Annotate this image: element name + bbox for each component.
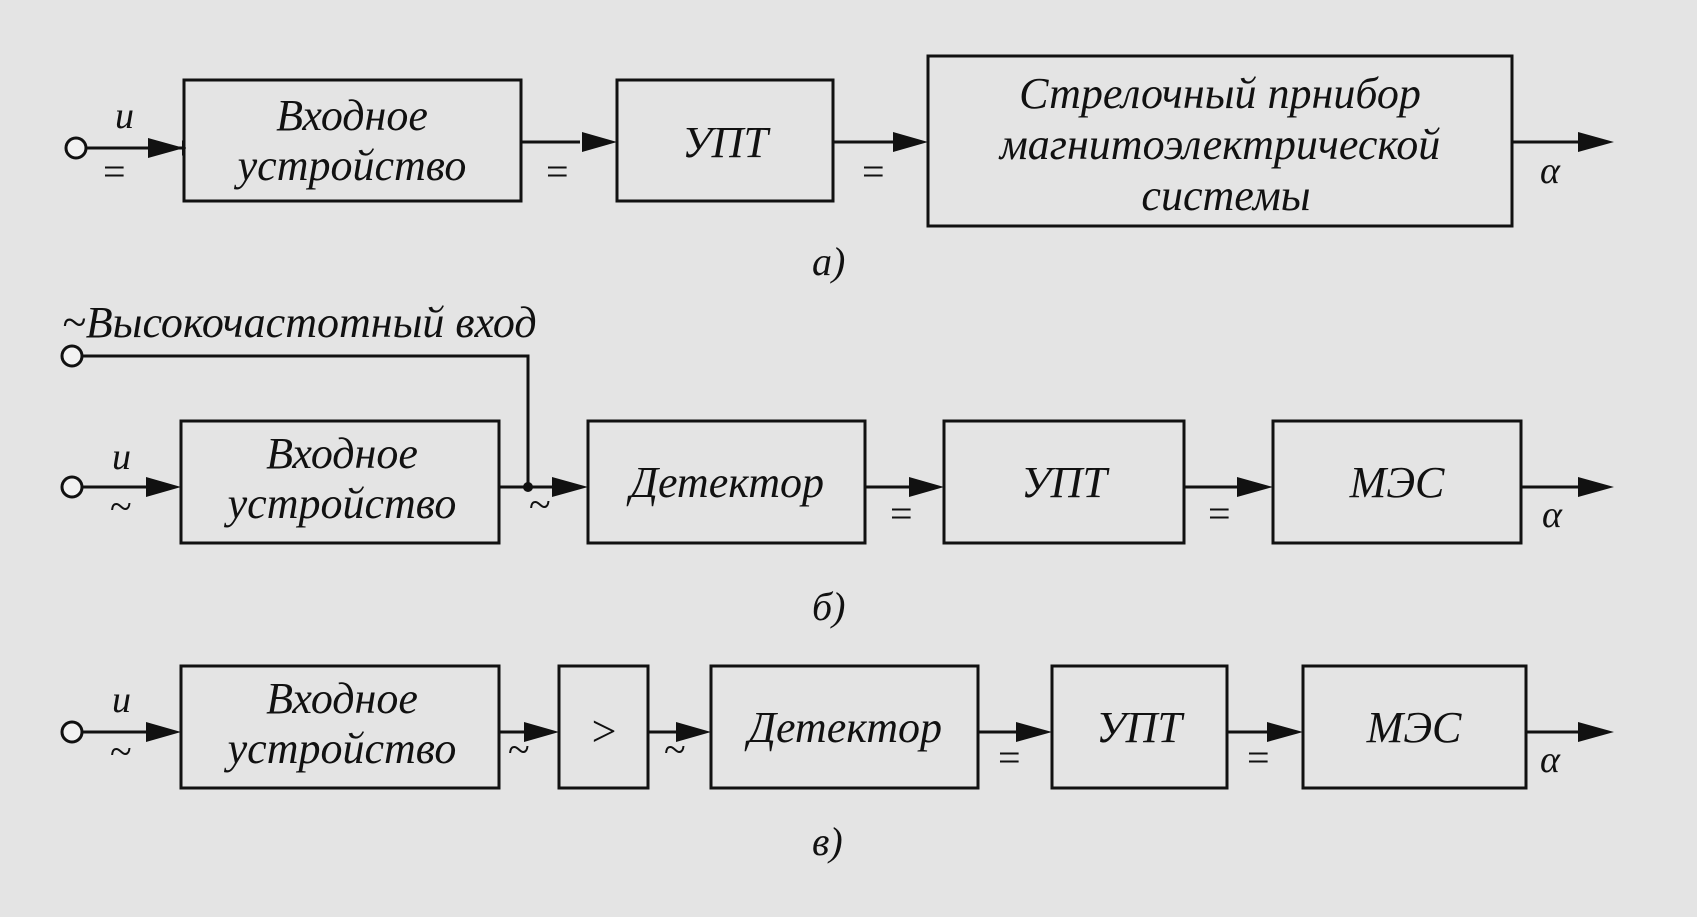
input-kind-a: = [103,149,126,194]
link-1-kind-c: ~ [508,727,530,772]
mes-block-c [1301,664,1528,790]
mes-label-b: МЭС [1349,458,1445,507]
link-2-kind-b: = [890,491,913,536]
meter-line3-a: системы [1141,171,1310,220]
output-label-c: α [1540,739,1561,781]
input-label-c: u [112,679,131,721]
link-2-kind-a: = [862,149,885,194]
meter-line2-a: магнитоэлектрической [998,120,1441,169]
input-device-line1-c: Входное [266,674,418,723]
upt-label-b: УПТ [1021,458,1110,507]
upt-block-c [1050,664,1229,790]
hf-input-wire-b [82,354,530,487]
diagram-b: ~Высокочастотный вход u ~ Входное устрой… [60,298,1614,629]
input-label-b: u [112,436,131,478]
output-label-b: α [1542,494,1563,536]
detector-block-b [586,419,867,545]
link-4-kind-c: = [1247,735,1270,780]
input-kind-c: ~ [110,729,132,774]
input-device-line2-c: устройство [224,724,457,773]
diagram-c: u ~ Входное устройство ~ > ~ Детектор = … [60,664,1614,864]
link-3-kind-b: = [1208,491,1231,536]
diagram-a: u = Входное устройство = УПТ = Стрелочны… [64,54,1614,284]
detector-block-c [709,664,980,790]
input-device-line1-a: Входное [276,91,428,140]
amplifier-symbol-c: > [592,707,617,756]
link-2-kind-c: ~ [664,727,686,772]
input-device-line2-a: устройство [234,141,467,190]
caption-b: б) [812,584,845,629]
link-1-kind-b: ~ [529,482,551,527]
input-label-a: u [115,95,134,137]
hf-input-terminal-b [60,344,84,368]
input-device-block-b [179,419,501,545]
mes-block-b [1271,419,1523,545]
link-1-kind-a: = [546,149,569,194]
input-terminal-c [60,720,84,744]
link-3-kind-c: = [998,735,1021,780]
upt-label-c: УПТ [1096,703,1185,752]
input-terminal-b [60,475,84,499]
detector-label-c: Детектор [744,703,942,752]
upt-label-a: УПТ [682,118,771,167]
input-device-block-c [179,664,501,790]
caption-a: а) [812,239,845,284]
input-arrowhead-a [148,138,184,158]
amplifier-block-c [557,664,650,790]
hf-input-label-b: ~Высокочастотный вход [62,298,537,347]
input-kind-b: ~ [110,484,132,529]
meter-line1-a: Стрелочный прнибор [1019,69,1421,118]
detector-label-b: Детектор [626,458,824,507]
input-device-line1-b: Входное [266,429,418,478]
caption-c: в) [812,819,843,864]
mes-label-c: МЭС [1366,703,1462,752]
input-terminal-a [64,136,88,160]
upt-block-b [942,419,1186,545]
input-device-line2-b: устройство [224,479,457,528]
output-label-a: α [1540,150,1561,192]
